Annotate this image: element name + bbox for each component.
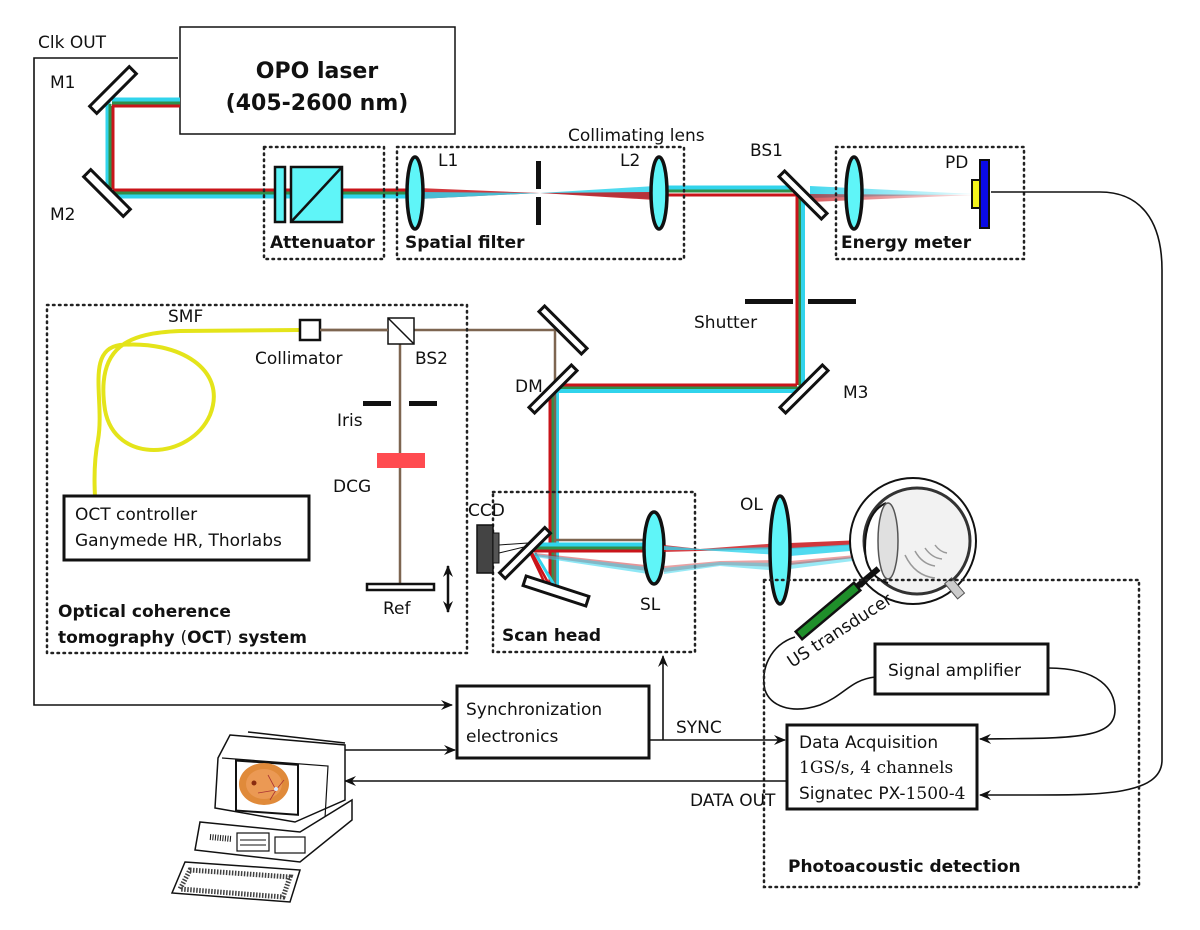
data-out-label: DATA OUT	[690, 791, 776, 811]
iris-left	[363, 401, 391, 406]
fundus-image	[239, 763, 289, 805]
sync-label: SYNC	[676, 718, 722, 738]
lens-l1	[405, 155, 425, 231]
collimator	[298, 318, 322, 342]
dcg-label: DCG	[333, 477, 371, 497]
data-acquisition: Data Acquisition 1GS/s, 4 channels Signa…	[785, 723, 979, 811]
scan-head-label: Scan head	[502, 626, 601, 646]
ccd-camera	[476, 524, 494, 574]
photodiode-yellow	[971, 179, 981, 209]
signal-amplifier: Signal amplifier	[873, 642, 1050, 696]
oct-system-label-line2: tomography (OCT) system	[58, 628, 307, 648]
m3-label: M3	[843, 383, 868, 403]
attenuator: Attenuator	[262, 145, 386, 261]
scan-lens	[642, 510, 666, 586]
smf-label: SMF	[168, 307, 203, 327]
iris-right	[409, 401, 437, 406]
m2-label: M2	[50, 205, 75, 225]
lens-l2	[649, 155, 669, 231]
oct-controller: OCT controller Ganymede HR, Thorlabs	[62, 494, 311, 562]
opo-laser: OPO laser (405-2600 nm)	[179, 26, 456, 135]
pinhole	[536, 161, 541, 189]
iris-label: Iris	[337, 411, 363, 431]
laser-range: (405-2600 nm)	[226, 91, 409, 116]
spatial-filter-label: Spatial filter	[405, 233, 525, 253]
collimator-label: Collimator	[255, 349, 342, 369]
ccd-label: CCD	[468, 501, 505, 521]
oct-controller-line1: OCT controller	[75, 505, 197, 525]
mirror-m1	[87, 64, 139, 116]
reference-mirror	[365, 582, 436, 592]
dichroic-mirror	[526, 362, 580, 416]
beam-splitter-bs2	[387, 317, 415, 345]
l1-label: L1	[438, 151, 458, 171]
oct-controller-line2: Ganymede HR, Thorlabs	[75, 531, 282, 551]
ol-label: OL	[740, 495, 763, 515]
galvo-mirror-2	[521, 574, 591, 608]
eye	[849, 477, 977, 605]
sync-electronics: Synchronization electronics	[455, 684, 651, 760]
bs1-label: BS1	[750, 141, 783, 161]
shutter-label: Shutter	[694, 313, 757, 333]
photoacoustic-detection: Signal amplifier Data Acquisition 1GS/s,…	[762, 578, 1141, 889]
daq-line2: 1GS/s, 4 channels	[799, 758, 953, 778]
computer[interactable]	[170, 731, 353, 903]
spatial-filter: L1 L2 Collimating lens Spatial filter	[395, 126, 705, 261]
ref-label: Ref	[383, 599, 412, 619]
objective-lens	[768, 494, 792, 606]
galvo-mirror-1	[497, 525, 553, 581]
laser-name: OPO laser	[256, 59, 379, 84]
oct-system: SMF Collimator BS2 Iris DCG Ref OCT cont…	[45, 303, 469, 655]
daq-line3: Signatec PX-1500-4	[799, 784, 965, 804]
daq-line1: Data Acquisition	[799, 733, 938, 753]
oct-system-label-line1: Optical coherence	[58, 602, 231, 622]
dm-label: DM	[515, 377, 543, 397]
m1-label: M1	[50, 73, 75, 93]
attenuator-label: Attenuator	[270, 233, 375, 253]
energy-meter: PD Energy meter	[834, 145, 1026, 261]
sync-line1: Synchronization	[466, 700, 602, 720]
single-mode-fiber	[92, 328, 301, 546]
bs2-label: BS2	[415, 349, 448, 369]
scan-head: CCD SL Scan head	[468, 490, 697, 654]
signal-amplifier-label: Signal amplifier	[888, 661, 1021, 681]
beam-splitter-bs1	[776, 168, 830, 222]
collimating-lens-label: Collimating lens	[568, 126, 705, 146]
clk-out-wire	[33, 57, 453, 710]
l2-label: L2	[620, 151, 640, 171]
pd-label: PD	[945, 153, 968, 173]
sl-label: SL	[640, 595, 661, 615]
energy-meter-label: Energy meter	[841, 233, 972, 253]
mirror-m3	[777, 362, 831, 416]
shutter: Shutter	[694, 299, 856, 333]
amplifier-to-daq-cable	[979, 667, 1116, 744]
clk-out-label: Clk OUT	[38, 33, 107, 53]
transducer-cable	[763, 636, 876, 710]
dcg-filter	[377, 453, 425, 468]
pd-cable	[979, 191, 1163, 800]
oct-fold-mirror	[536, 303, 590, 357]
mirror-m2	[81, 167, 133, 219]
sync-line2: electronics	[466, 727, 559, 747]
photoacoustic-label: Photoacoustic detection	[788, 857, 1021, 877]
photodiode	[979, 159, 990, 229]
